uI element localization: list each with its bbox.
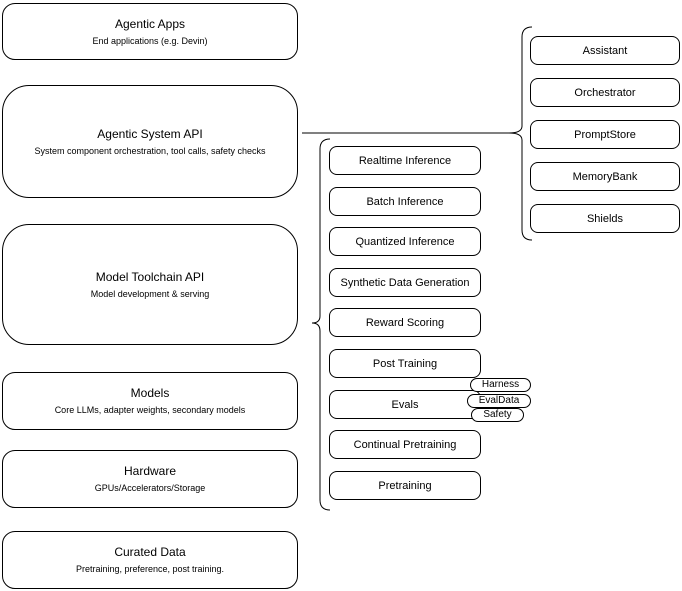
layer-box-model-toolchain-api: Model Toolchain API Model development & … bbox=[2, 224, 298, 345]
toolchain-item-pretraining: Pretraining bbox=[329, 471, 481, 500]
layer-subtitle: Model development & serving bbox=[90, 288, 210, 299]
layer-box-models: Models Core LLMs, adapter weights, secon… bbox=[2, 372, 298, 430]
layer-title: Model Toolchain API bbox=[95, 269, 205, 284]
layer-subtitle: End applications (e.g. Devin) bbox=[92, 35, 208, 46]
eval-tag-evaldata: EvalData bbox=[467, 394, 531, 408]
toolchain-item-synthetic-data-generation: Synthetic Data Generation bbox=[329, 268, 481, 297]
layer-box-agentic-apps: Agentic Apps End applications (e.g. Devi… bbox=[2, 3, 298, 60]
toolchain-item-evals: Evals bbox=[329, 390, 481, 419]
toolchain-item-quantized-inference: Quantized Inference bbox=[329, 227, 481, 256]
layer-box-agentic-system-api: Agentic System API System component orch… bbox=[2, 85, 298, 198]
layer-box-curated-data: Curated Data Pretraining, preference, po… bbox=[2, 531, 298, 589]
layer-subtitle: GPUs/Accelerators/Storage bbox=[94, 483, 206, 493]
component-promptstore: PromptStore bbox=[530, 120, 680, 149]
component-assistant: Assistant bbox=[530, 36, 680, 65]
component-shields: Shields bbox=[530, 204, 680, 233]
components-brace bbox=[508, 26, 533, 241]
layer-subtitle: Pretraining, preference, post training. bbox=[75, 564, 225, 574]
toolchain-item-continual-pretraining: Continual Pretraining bbox=[329, 430, 481, 459]
toolchain-item-batch-inference: Batch Inference bbox=[329, 187, 481, 216]
layer-subtitle: Core LLMs, adapter weights, secondary mo… bbox=[54, 405, 246, 415]
toolchain-item-reward-scoring: Reward Scoring bbox=[329, 308, 481, 337]
layer-title: Agentic Apps bbox=[114, 16, 186, 31]
component-orchestrator: Orchestrator bbox=[530, 78, 680, 107]
layer-title: Models bbox=[130, 386, 170, 400]
toolchain-item-realtime-inference: Realtime Inference bbox=[329, 146, 481, 175]
eval-tag-harness: Harness bbox=[470, 378, 531, 392]
eval-tag-safety: Safety bbox=[471, 408, 524, 422]
layer-title: Hardware bbox=[123, 464, 177, 478]
layer-title: Agentic System API bbox=[97, 126, 203, 141]
toolchain-item-post-training: Post Training bbox=[329, 349, 481, 378]
toolchain-brace bbox=[311, 138, 331, 511]
component-memorybank: MemoryBank bbox=[530, 162, 680, 191]
layer-subtitle: System component orchestration, tool cal… bbox=[34, 145, 266, 156]
layer-title: Curated Data bbox=[114, 545, 186, 559]
layer-box-hardware: Hardware GPUs/Accelerators/Storage bbox=[2, 450, 298, 508]
